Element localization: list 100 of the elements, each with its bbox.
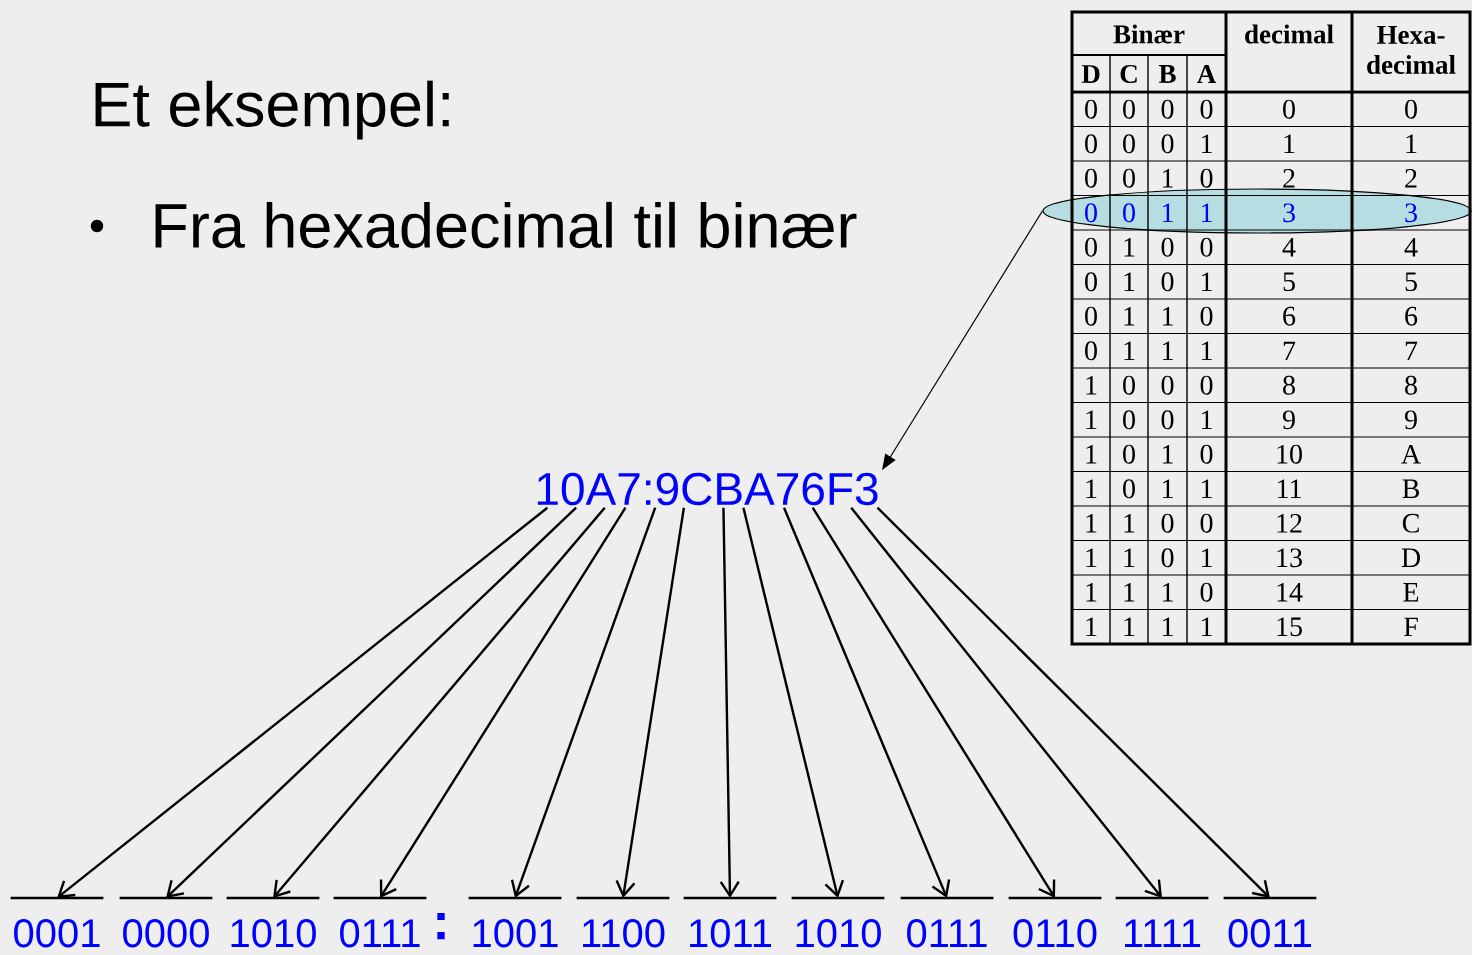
table-value: 1 — [1124, 513, 1135, 533]
arrow — [742, 507, 845, 898]
arrow — [719, 507, 740, 898]
table-value: 3 — [1405, 203, 1417, 223]
table-value: 0 — [1161, 375, 1174, 395]
table-value: 0 — [1161, 134, 1174, 154]
table-value: C — [1402, 513, 1419, 533]
table-value: 0 — [1123, 203, 1135, 223]
table-value: 1 — [1201, 548, 1212, 568]
table-value: 0 — [1200, 582, 1213, 602]
table-value: 1 — [1162, 341, 1173, 361]
separator-colon: : — [437, 912, 445, 940]
table-value: 6 — [1283, 306, 1296, 326]
table-value: D — [1401, 548, 1420, 567]
table-value: 0 — [1123, 99, 1135, 119]
arrow — [379, 507, 627, 898]
table-value: F — [1404, 617, 1418, 636]
table-value: 9 — [1282, 410, 1295, 430]
arrow — [510, 507, 657, 898]
table-value: 1 — [1201, 272, 1212, 292]
table-value: 1 — [1086, 479, 1097, 499]
table-value: 1 — [1124, 272, 1135, 292]
table-value: 1 — [1201, 203, 1212, 223]
table-value: 5 — [1283, 272, 1295, 292]
table-value: 0 — [1085, 306, 1097, 326]
table-value: 9 — [1404, 410, 1417, 430]
table-value: 1 — [1086, 513, 1097, 533]
table-value: 1 — [1124, 548, 1135, 568]
table-value: 6 — [1405, 306, 1418, 326]
table-value: 1 — [1124, 306, 1135, 326]
binary-group: 0001 — [10, 896, 104, 948]
table-value: 0 — [1200, 444, 1213, 464]
column-header: decimal — [1245, 24, 1334, 44]
table-value: 1 — [1201, 479, 1212, 499]
table-value: 1 — [1086, 582, 1097, 602]
table-value: B — [1402, 479, 1419, 499]
table-value: 7 — [1405, 341, 1418, 360]
binary-group: 1100 — [576, 896, 670, 948]
table-value: 0 — [1161, 410, 1174, 430]
table-value: 11 — [1278, 479, 1301, 499]
table-value: 1 — [1086, 375, 1097, 395]
slide-title: Et eksempel: — [95, 80, 449, 140]
table-value: 0 — [1200, 306, 1213, 326]
table-value: 0 — [1085, 134, 1097, 154]
table-value: 0 — [1200, 99, 1213, 119]
column-header: C — [1120, 64, 1137, 84]
table-value: 1 — [1124, 341, 1135, 361]
arrow — [57, 506, 549, 898]
table-value: 0 — [1123, 410, 1135, 430]
table-value: 0 — [1085, 272, 1097, 292]
table-value: 0 — [1085, 203, 1097, 223]
table-value: 1 — [1124, 617, 1135, 637]
table-value: 0 — [1200, 375, 1213, 395]
table-value: 1 — [1284, 134, 1295, 154]
arrow — [166, 506, 577, 898]
table-value: 0 — [1123, 134, 1135, 154]
table-value: 1 — [1086, 444, 1097, 464]
table-value: 0 — [1085, 99, 1097, 119]
table-value: 0 — [1405, 99, 1417, 119]
table-value: 1 — [1201, 134, 1212, 154]
table-value: 1 — [1162, 203, 1173, 223]
binary-group: 1111 — [1115, 896, 1209, 947]
binary-group: 1010 — [226, 896, 320, 948]
bullet-text: Fra hexadecimal til binær — [155, 201, 857, 249]
binary-group: 1011 — [683, 896, 777, 948]
table-value: 5 — [1405, 272, 1417, 292]
table-value: 1 — [1086, 617, 1097, 637]
table-value: 1 — [1201, 410, 1212, 430]
arrow — [850, 506, 1162, 898]
table-value: 8 — [1283, 375, 1295, 395]
table-value: 0 — [1161, 548, 1174, 568]
table-value: 0 — [1123, 479, 1135, 499]
table-value: 7 — [1283, 341, 1296, 360]
binary-group: 1010 — [791, 896, 885, 948]
arrow — [273, 506, 606, 898]
highlight-ellipse — [1042, 188, 1472, 234]
table-value: 1 — [1086, 548, 1097, 568]
table-value: 1 — [1162, 617, 1173, 637]
binary-group: 0111 — [333, 896, 427, 948]
hex-number: 10A7:9CBA76F3 — [537, 472, 878, 506]
table-value: 0 — [1161, 99, 1174, 119]
table-value: 0 — [1123, 375, 1135, 395]
table-value: 1 — [1162, 479, 1173, 499]
table-value: 1 — [1162, 306, 1173, 326]
table-value: 1 — [1162, 444, 1173, 464]
arrow — [876, 506, 1270, 898]
table-value: 10 — [1277, 444, 1302, 464]
table-value: 12 — [1277, 513, 1302, 533]
table-value: A — [1401, 444, 1421, 464]
binary-group: 0011 — [1223, 896, 1317, 948]
column-header: B — [1158, 65, 1176, 83]
column-header: Binær — [1113, 24, 1185, 44]
table-value: 0 — [1283, 99, 1295, 119]
column-header: A — [1197, 65, 1217, 83]
table-value: 3 — [1283, 203, 1295, 223]
table-value: 1 — [1201, 341, 1212, 361]
binary-group: 0111 — [900, 896, 994, 948]
binary-group: 1001 — [468, 896, 562, 948]
table-value: 1 — [1162, 582, 1173, 602]
table-value: E — [1403, 583, 1419, 602]
